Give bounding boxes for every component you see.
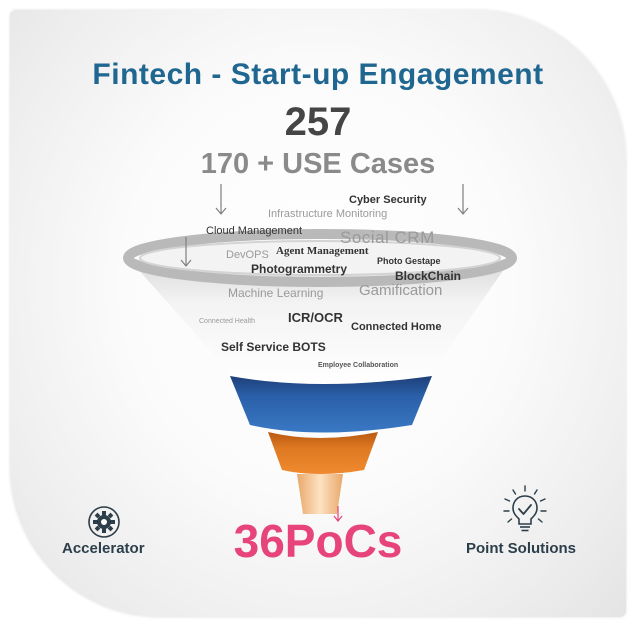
keyword-employee-collaboration: Employee Collaboration — [318, 362, 399, 369]
keyword-machine-learning: Machine Learning — [228, 286, 324, 300]
keyword-blockchain: BlockChain — [395, 269, 462, 283]
keyword-gamification: Gamification — [359, 282, 443, 299]
lightbulb-icon — [503, 485, 547, 532]
keyword-connected-home: Connected Home — [351, 321, 442, 333]
arrow-icon — [457, 184, 469, 215]
keyword-photogrammetry: Photogrammetry — [251, 262, 348, 276]
keyword-social-crm: Social CRM — [340, 228, 435, 247]
funnel-band-blue — [230, 376, 432, 433]
keyword-connected-health: Connected Health — [199, 318, 256, 325]
accelerator-label: Accelerator — [62, 540, 145, 557]
funnel-cone — [128, 258, 512, 385]
point-solutions-label: Point Solutions — [466, 540, 576, 557]
keyword-devops: DevOPS — [226, 249, 269, 261]
keyword-icr-ocr: ICR/OCR — [288, 310, 343, 325]
gear-icon — [88, 506, 120, 538]
arrow-icon — [180, 237, 192, 267]
pocs-count: 36PoCs — [233, 515, 403, 567]
keyword-cyber-security: Cyber Security — [349, 194, 427, 206]
funnel-band-orange — [268, 432, 378, 474]
funnel-rim-inner — [139, 240, 501, 276]
keyword-agent-management: Agent Management — [276, 245, 369, 257]
funnel-spout — [297, 474, 343, 514]
arrow-icon — [215, 184, 227, 215]
funnel-rim — [123, 229, 517, 287]
keyword-infrastructure-monitoring: Infrastructure Monitoring — [268, 208, 388, 220]
arrow-icon — [333, 506, 343, 522]
keyword-cloud-management: Cloud Management — [206, 225, 303, 237]
use-cases-label: 170 + USE Cases — [200, 148, 436, 180]
keyword-self-service-bots: Self Service BOTS — [221, 340, 326, 354]
infographic-title: Fintech - Start-up Engagement — [92, 58, 544, 91]
total-count: 257 — [284, 100, 352, 144]
keyword-photo-gestape: Photo Gestape — [377, 256, 441, 266]
